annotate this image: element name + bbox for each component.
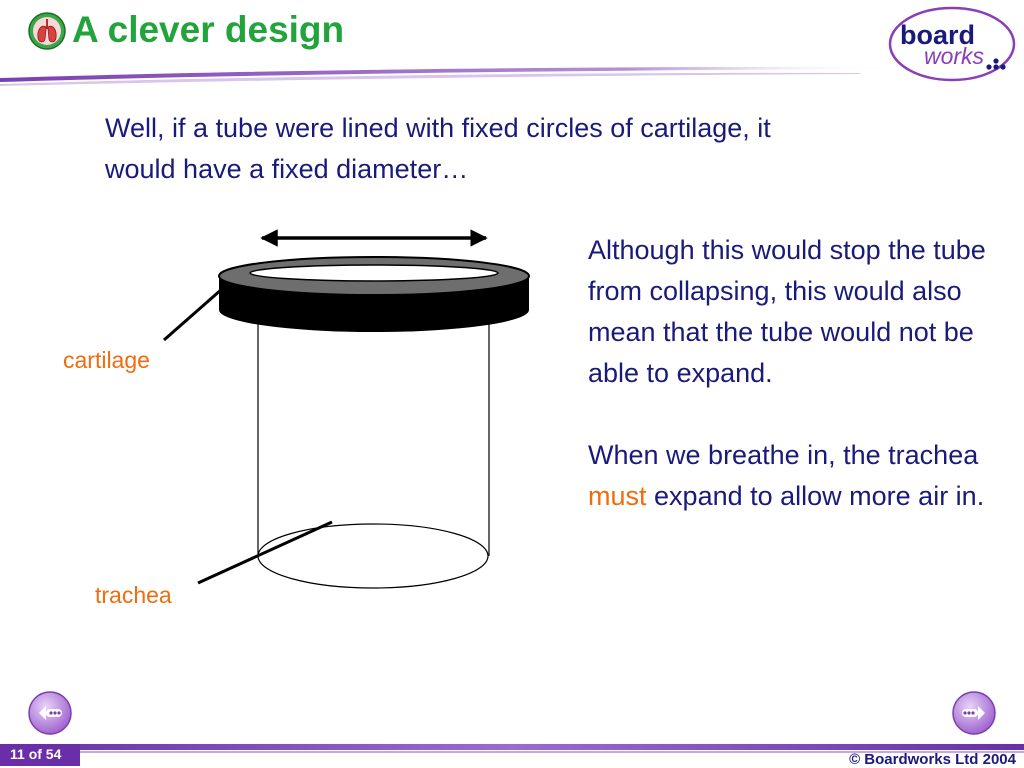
next-button[interactable]: [951, 690, 997, 736]
paragraph-2-end: expand to allow more air in.: [654, 481, 985, 511]
header-rule: [0, 66, 900, 86]
page-title: A clever design: [72, 9, 345, 50]
cartilage-label: cartilage: [63, 347, 150, 373]
explanation-text: Although this would stop the tube from c…: [588, 230, 1008, 517]
page-counter: 11 of 54: [10, 746, 62, 762]
copyright-text: © Boardworks Ltd 2004: [849, 751, 1016, 768]
trachea-label: trachea: [95, 582, 172, 608]
footer-bar: [0, 744, 1024, 766]
paragraph-2-start: When we breathe in, the trachea: [588, 440, 979, 470]
cartilage-ring-hole: [249, 264, 499, 282]
previous-arrow-icon: [28, 691, 72, 735]
previous-button[interactable]: [27, 690, 73, 736]
emphasis-must: must: [588, 481, 647, 511]
lungs-icon: [28, 12, 66, 50]
logo-word-works: works: [924, 43, 985, 69]
explanation-paragraph-2: When we breathe in, the trachea must exp…: [588, 435, 1008, 517]
logo-word-board: board: [900, 20, 975, 50]
boardworks-logo: board works: [888, 6, 1016, 82]
cartilage-pointer: [163, 287, 223, 342]
tube-bottom-ellipse: [257, 523, 489, 589]
next-arrow-icon: [952, 691, 996, 735]
explanation-paragraph-1: Although this would stop the tube from c…: [588, 235, 986, 388]
trachea-pointer: [197, 520, 333, 585]
intro-text: Well, if a tube were lined with fixed ci…: [105, 113, 771, 184]
